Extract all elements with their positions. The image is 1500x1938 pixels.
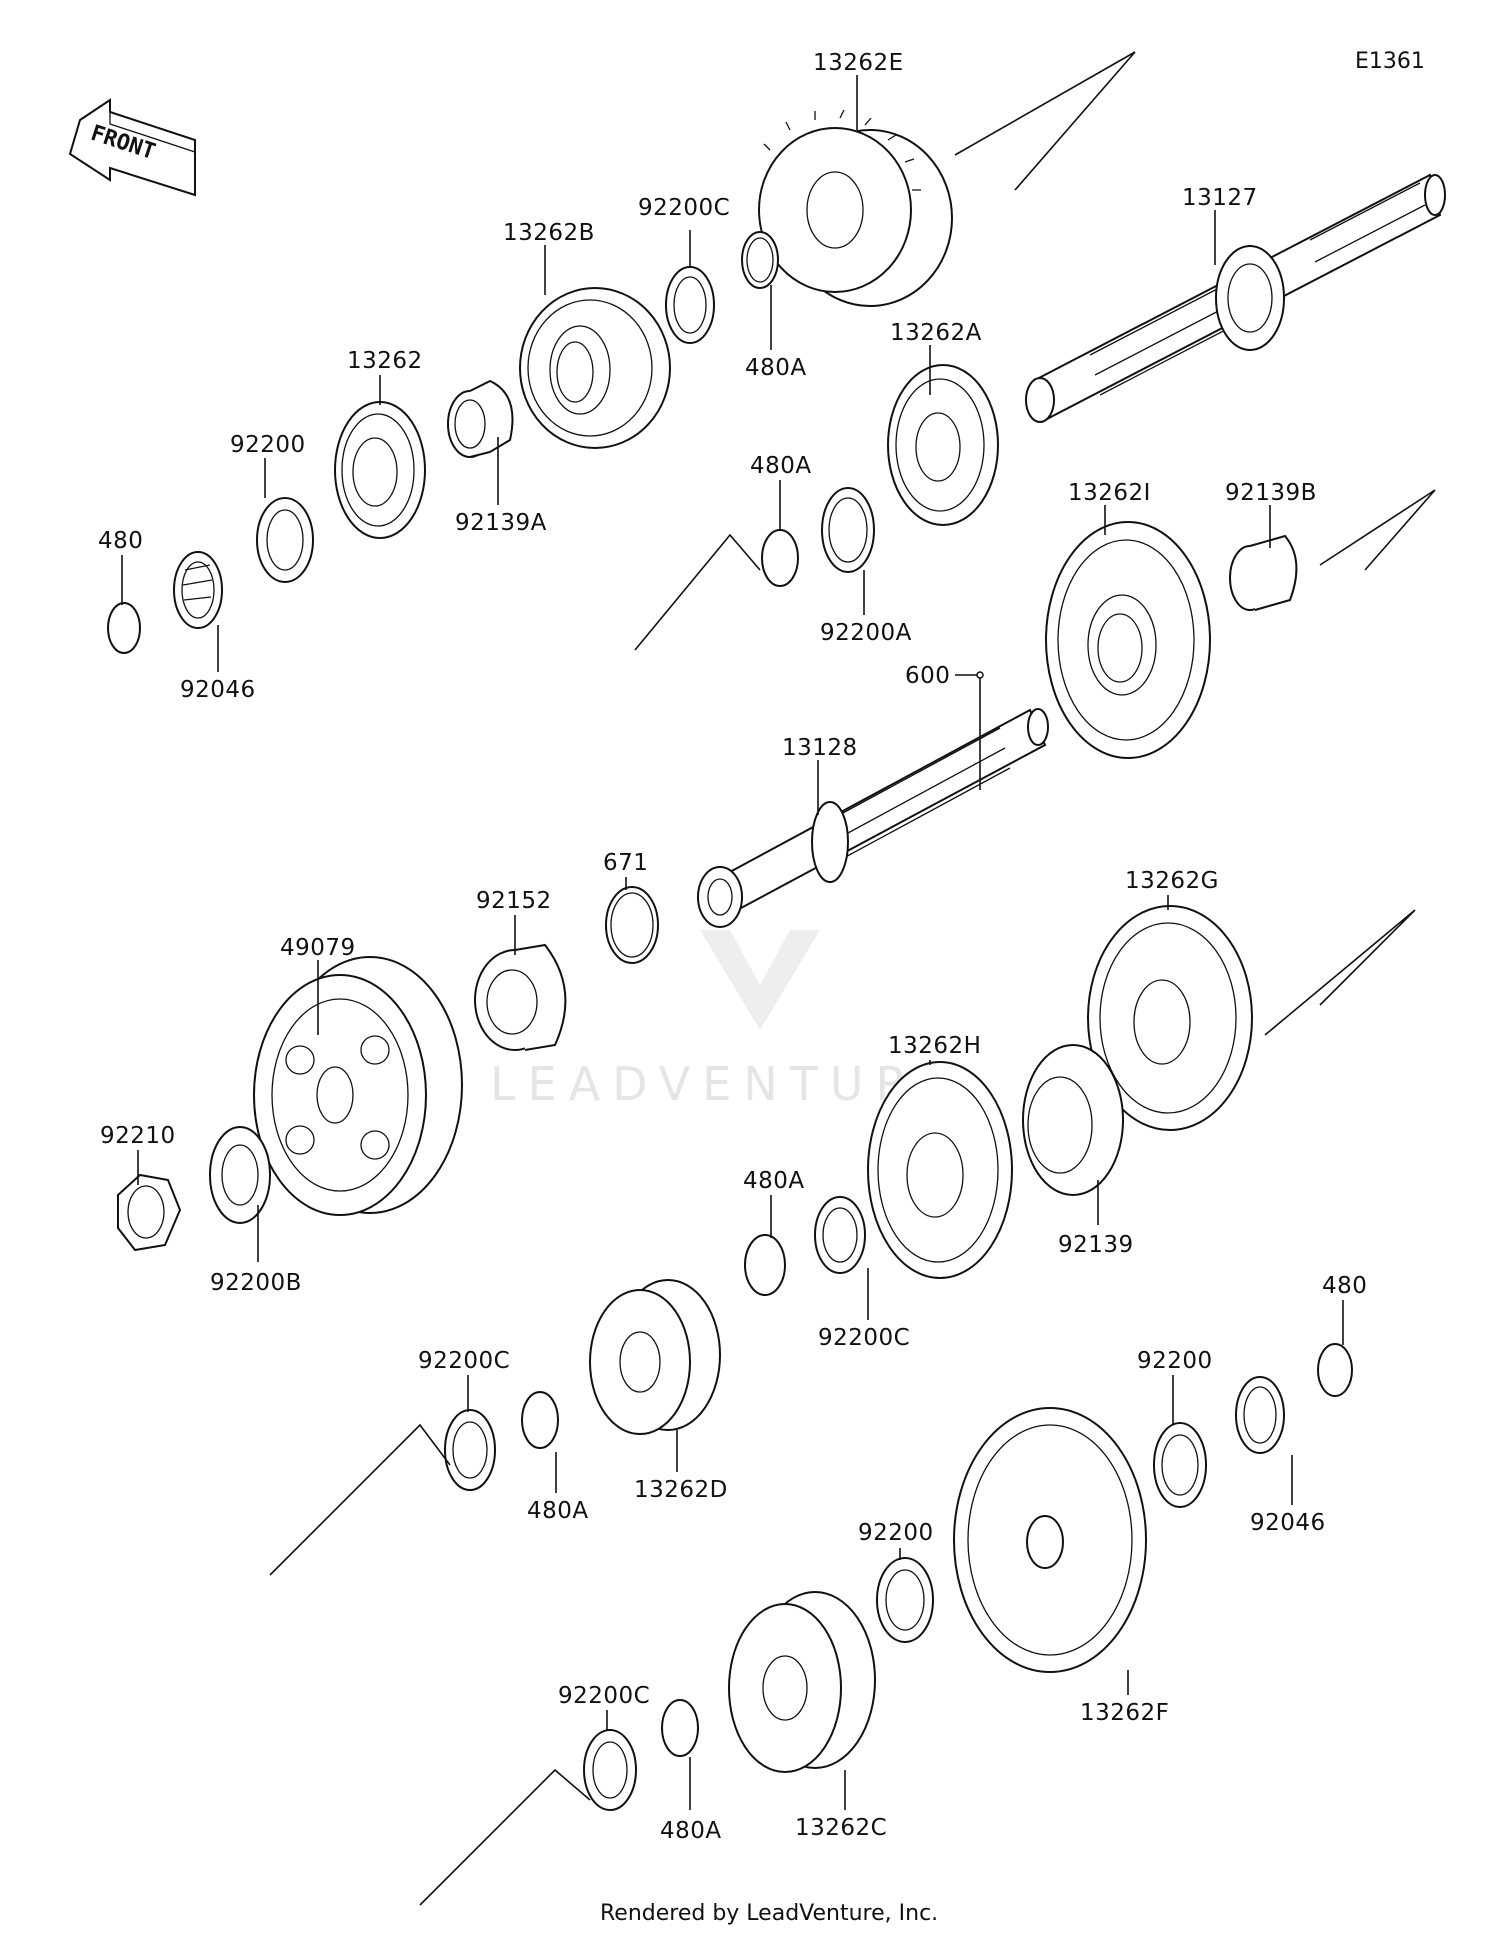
callout-label: 480 xyxy=(98,528,143,554)
gear-13262E xyxy=(758,109,953,307)
sprocket-49079 xyxy=(253,956,463,1216)
callout-label: 92152 xyxy=(476,888,552,914)
leader-lines xyxy=(121,75,1344,1810)
callout-label: 13262B xyxy=(503,220,595,246)
callout-label: 92200 xyxy=(858,1520,934,1546)
gear-13262F xyxy=(953,1407,1147,1673)
callout-label: 13262E xyxy=(813,50,904,76)
callout-label: 671 xyxy=(603,850,648,876)
shaft-13128 xyxy=(697,708,1049,928)
callout-label: 92200C xyxy=(418,1348,510,1374)
washer-92200C-top xyxy=(665,266,715,344)
oring-671 xyxy=(605,886,659,964)
gear-13262A xyxy=(887,364,999,526)
washer-92200C-low xyxy=(814,1196,866,1274)
callout-label: 13262I xyxy=(1068,480,1151,506)
callout-label: 92200 xyxy=(230,432,306,458)
washer-92200C-bottom xyxy=(583,1729,637,1811)
callout-label: 92139B xyxy=(1225,480,1317,506)
callout-label: 92139A xyxy=(455,510,547,536)
callout-label: 92200C xyxy=(558,1683,650,1709)
bearing-92139 xyxy=(1022,1044,1124,1196)
circlip-480 xyxy=(107,602,141,654)
circlip-480A-bottom xyxy=(661,1699,699,1757)
washer-92200B xyxy=(209,1126,271,1224)
callout-label: 13128 xyxy=(782,735,858,761)
footer-credit: Rendered by LeadVenture, Inc. xyxy=(600,1901,938,1926)
callout-label: 92046 xyxy=(1250,1510,1326,1536)
callout-labels: 13262E 13127 92200C 480A 13262B 13262 92… xyxy=(98,50,1367,1844)
collar-92152 xyxy=(474,943,567,1051)
callout-label: 49079 xyxy=(280,935,356,961)
callout-label: 480A xyxy=(743,1168,805,1194)
callout-label: 13262G xyxy=(1125,868,1219,894)
gear-13262B xyxy=(519,287,671,449)
watermark-text: LEADVENTURE xyxy=(490,1057,961,1111)
bearing-92046 xyxy=(173,551,223,629)
gear-13262C xyxy=(728,1591,876,1773)
callout-label: 92046 xyxy=(180,677,256,703)
circlip-480A-mid xyxy=(761,529,799,587)
callout-label: 13127 xyxy=(1182,185,1258,211)
bearing-92046-right xyxy=(1235,1376,1285,1454)
callout-label: 92200B xyxy=(210,1270,302,1296)
gear-13262G xyxy=(1087,905,1253,1131)
gear-13262H xyxy=(867,1061,1013,1279)
callout-label: 13262 xyxy=(347,348,423,374)
callout-label: 92200C xyxy=(818,1325,910,1351)
callout-label: 480A xyxy=(750,453,812,479)
callout-label: 92200A xyxy=(820,620,912,646)
nut-92210 xyxy=(117,1173,182,1252)
washer-92200-right xyxy=(1153,1422,1207,1508)
circlip-480A-top xyxy=(741,231,779,289)
washer-92200 xyxy=(256,497,314,583)
diagram-code: E1361 xyxy=(1355,49,1425,74)
callout-label: 480A xyxy=(660,1818,722,1844)
callout-label: 600 xyxy=(905,663,950,689)
callout-label: 13262H xyxy=(888,1033,981,1059)
circlip-480A-low xyxy=(744,1234,786,1296)
callout-label: 92210 xyxy=(100,1123,176,1149)
callout-label: 480A xyxy=(745,355,807,381)
watermark: LEADVENTURE xyxy=(490,930,961,1111)
gear-13262 xyxy=(334,401,426,539)
washer-92200C-left xyxy=(444,1409,496,1491)
callout-label: 13262C xyxy=(795,1815,887,1841)
callout-label: 13262F xyxy=(1080,1700,1169,1726)
gear-13262I xyxy=(1045,521,1211,759)
circlip-480-right xyxy=(1317,1343,1353,1397)
front-arrow-icon: FRONT xyxy=(68,98,196,197)
callout-label: 13262D xyxy=(634,1477,728,1503)
callout-label: 480 xyxy=(1322,1273,1367,1299)
bearing-92139B xyxy=(1229,534,1298,611)
gear-13262D xyxy=(589,1279,721,1435)
bearing-92139A xyxy=(447,379,514,458)
washer-92200A xyxy=(821,487,875,573)
callout-label: 92200 xyxy=(1137,1348,1213,1374)
shaft-13127 xyxy=(1025,173,1446,423)
washer-92200-bottom xyxy=(876,1557,934,1643)
callout-label: 92139 xyxy=(1058,1232,1134,1258)
callout-label: 13262A xyxy=(890,320,982,346)
callout-label: 92200C xyxy=(638,195,730,221)
assembly-lines xyxy=(269,51,1436,1906)
circlip-480A-left xyxy=(521,1391,559,1449)
callout-label: 480A xyxy=(527,1498,589,1524)
